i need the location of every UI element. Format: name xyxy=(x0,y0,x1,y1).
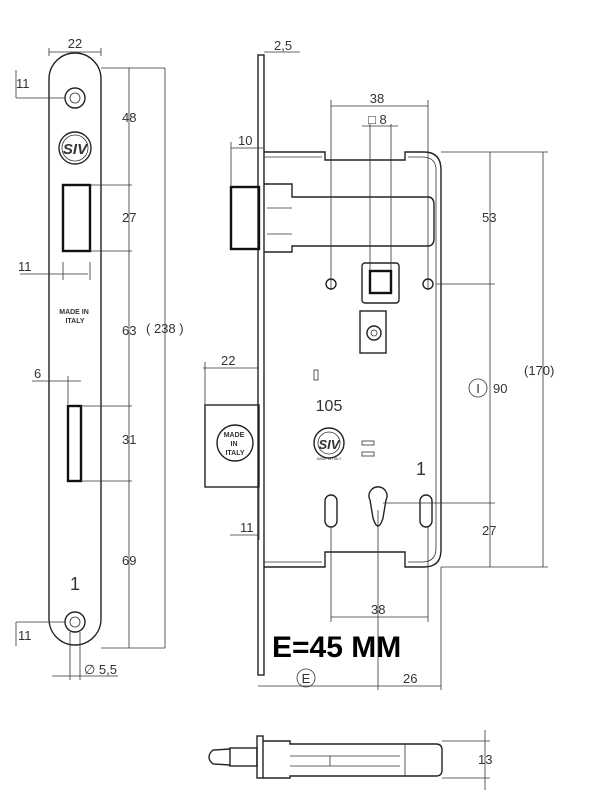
bolt-stamp-text: MADE IN ITALY xyxy=(224,432,247,457)
backset-symbol: E xyxy=(302,671,311,686)
faceplate-outline xyxy=(48,52,102,646)
side-logo-ring-text: MADE IN ITALY xyxy=(317,457,342,461)
siv-logo-icon: SIV xyxy=(58,131,92,165)
dim-square: □ 8 xyxy=(368,112,387,127)
dim-bottom-section: 27 xyxy=(482,523,496,538)
bolt-opening xyxy=(66,404,83,483)
dim-bolt-offset: 11 xyxy=(240,520,254,535)
model-number: 105 xyxy=(316,398,343,415)
faceplate-made-in-label: MADE IN ITALY xyxy=(59,309,91,325)
dim-bottom-hole-offset: 11 xyxy=(18,628,32,643)
top-screw-hole xyxy=(64,87,86,109)
side-view: 105 SIV MADE IN ITALY 1 MADE IN ITALY 2,… xyxy=(203,38,554,690)
dim-bottom-thickness: 13 xyxy=(478,752,492,767)
dim-top-section: 53 xyxy=(482,210,496,225)
center-distance-symbol: I xyxy=(476,381,480,396)
bottom-view: 13 xyxy=(208,730,492,790)
dim-latch-inset: 11 xyxy=(18,259,32,274)
side-marking: 1 xyxy=(416,459,426,479)
dim-plate-thickness: 2,5 xyxy=(274,38,292,53)
lock-case xyxy=(264,151,442,568)
dim-case-height: (170) xyxy=(524,363,554,378)
dim-latch-height: 27 xyxy=(122,210,136,225)
center-distance-symbol-icon xyxy=(468,378,488,398)
dead-bolt xyxy=(204,404,260,488)
siv-logo-icon: SIV MADE IN ITALY xyxy=(313,427,345,461)
dim-bolt-width: 6 xyxy=(34,366,41,381)
dim-mid-span: 63 xyxy=(122,323,136,338)
dim-bottom-span: 69 xyxy=(122,553,136,568)
faceplate-view: SIV MADE IN ITALY 1 22 11 48 27 63 ( 238… xyxy=(15,36,184,680)
faceplate-marking: 1 xyxy=(70,574,80,594)
side-logo-text: SIV xyxy=(319,437,341,452)
backset-headline: E=45 MM xyxy=(272,631,401,664)
latch-bolt xyxy=(229,185,261,251)
dim-spindle-spacing: 38 xyxy=(370,91,384,106)
dim-latch-projection: 10 xyxy=(238,133,252,148)
latch-opening xyxy=(61,183,92,253)
square-spindle-icon xyxy=(368,269,393,295)
dim-bolt-projection: 22 xyxy=(221,353,235,368)
bottom-screw-hole xyxy=(64,611,86,633)
bottom-case-outline xyxy=(263,740,443,779)
dim-center-distance: 90 xyxy=(493,381,507,396)
side-faceplate xyxy=(257,54,265,676)
dim-case-depth-right: 26 xyxy=(403,671,417,686)
dim-total-length: ( 238 ) xyxy=(146,321,184,336)
keyhole-icon xyxy=(368,486,388,527)
dim-faceplate-width: 22 xyxy=(68,36,82,51)
faceplate-logo-text: SIV xyxy=(63,141,89,158)
dim-hole-diameter: ∅ 5,5 xyxy=(84,662,117,677)
backset-symbol-icon xyxy=(296,668,316,688)
spindle-follower xyxy=(361,262,400,304)
dim-top-to-latch: 48 xyxy=(122,110,136,125)
made-in-italy-stamp-icon xyxy=(216,424,254,462)
dim-bolt-height: 31 xyxy=(122,432,136,447)
dim-top-hole-offset: 11 xyxy=(16,76,30,91)
